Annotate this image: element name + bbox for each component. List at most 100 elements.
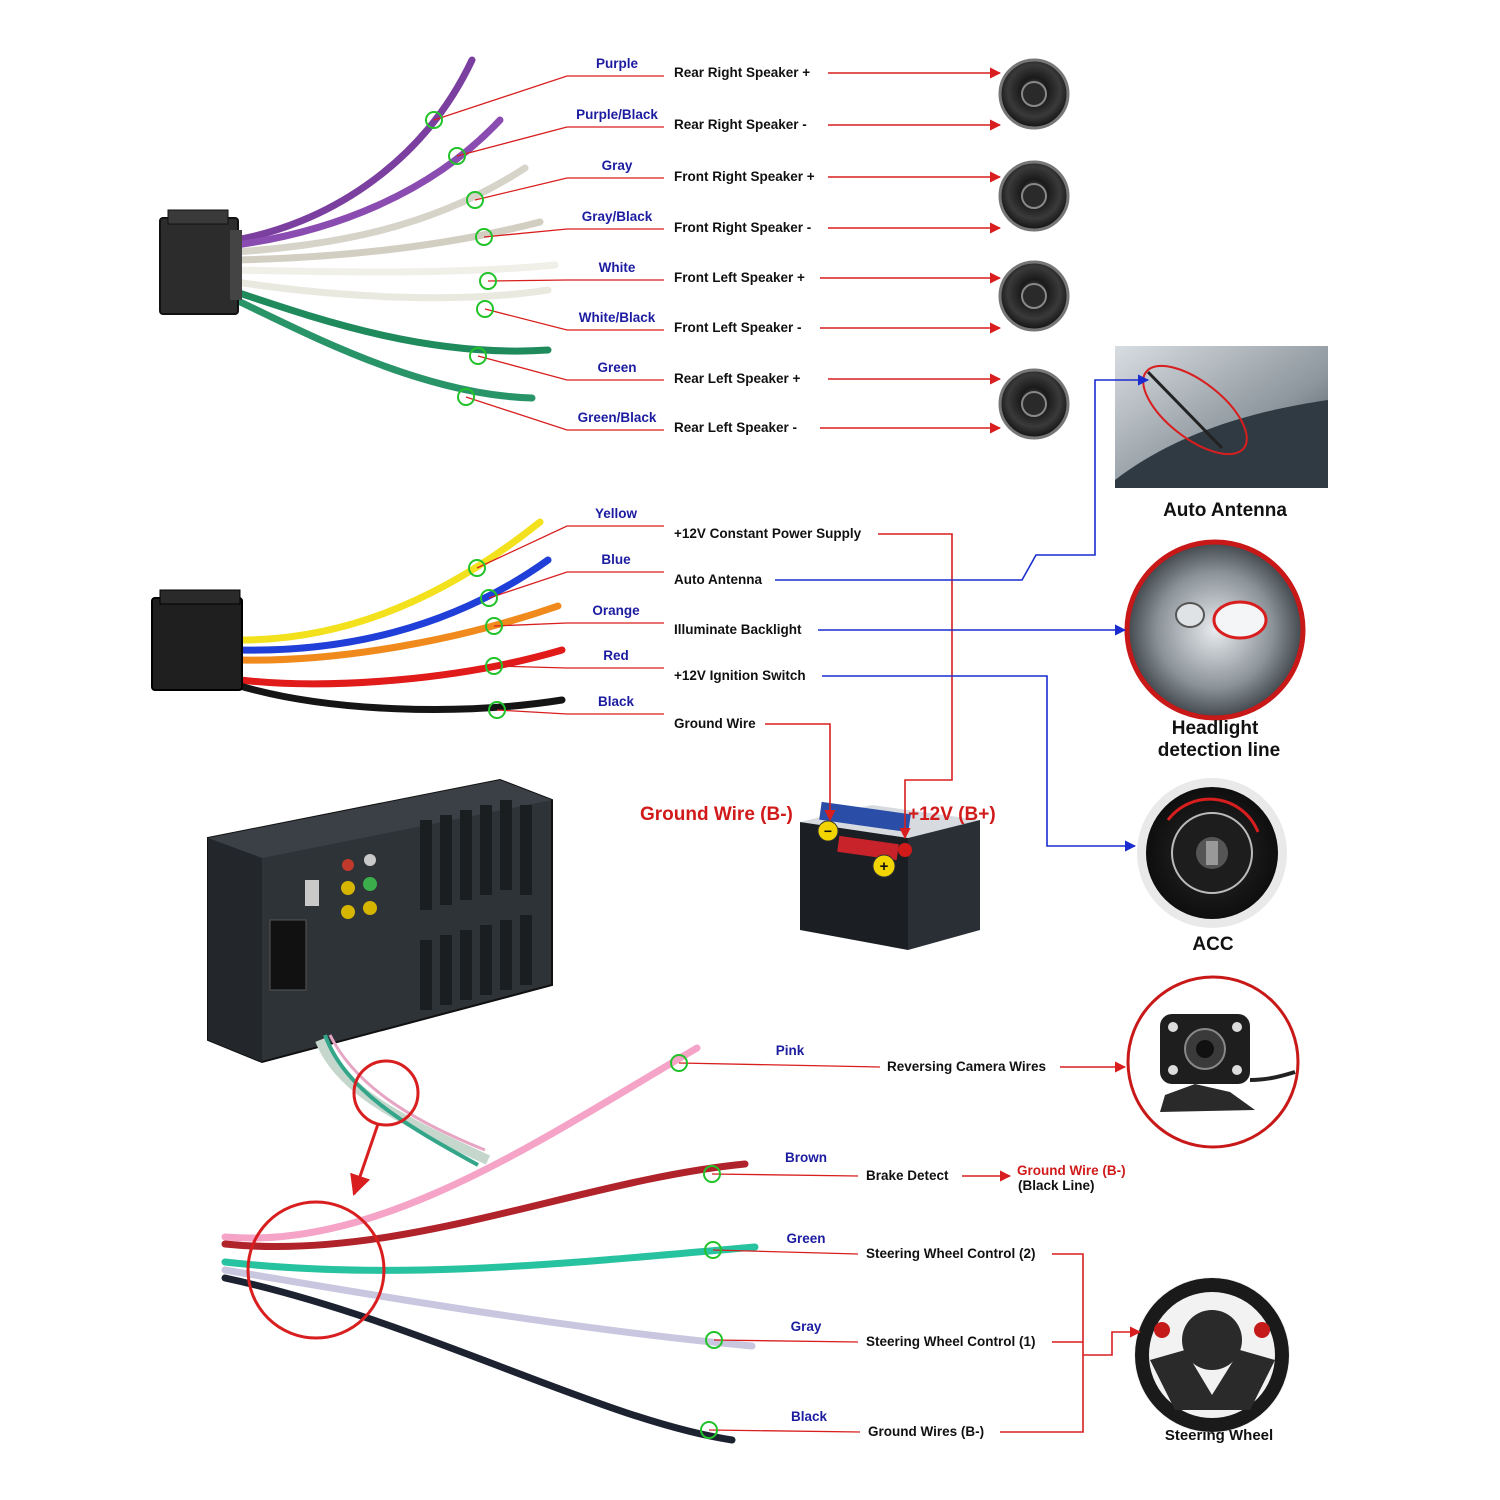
zoom-circle-small (352, 1059, 420, 1127)
connection-marker-icon (468, 559, 486, 577)
wire-color-label: Blue (601, 552, 631, 567)
wire-function-label: +12V Constant Power Supply (674, 526, 862, 541)
wire-color-label: Green/Black (578, 410, 657, 425)
connection-marker-icon (475, 228, 493, 246)
connection-marker-icon (485, 657, 503, 675)
steering-wheel-image (1134, 1277, 1290, 1433)
aux-wires (221, 1044, 759, 1444)
brake-target-label-2: (Black Line) (1018, 1178, 1095, 1193)
speaker-icon (998, 58, 1070, 130)
connection-marker-icon (705, 1331, 723, 1349)
wire-color-label: White/Black (579, 310, 656, 325)
wire-function-label: Rear Right Speaker - (674, 117, 807, 132)
wire-function-label: Front Left Speaker - (674, 320, 802, 335)
wire-function-label: Front Right Speaker - (674, 220, 811, 235)
wire-function-label: Rear Right Speaker + (674, 65, 810, 80)
speaker-connector (159, 217, 239, 315)
wire-function-label: Illuminate Backlight (674, 622, 802, 637)
speaker-icon (998, 368, 1070, 440)
connection-marker-icon (479, 272, 497, 290)
wire-color-label: Black (598, 694, 635, 709)
connection-marker-icon (448, 147, 466, 165)
connection-marker-icon (700, 1421, 718, 1439)
headlight-label-2: detection line (1158, 740, 1280, 761)
auto-antenna-label: Auto Antenna (1163, 500, 1287, 521)
wire-color-label: Orange (592, 603, 640, 618)
acc-label: ACC (1192, 934, 1233, 955)
connection-marker-icon (466, 191, 484, 209)
brake-target-label-1: Ground Wire (B-) (1017, 1163, 1126, 1178)
connection-marker-icon (670, 1054, 688, 1072)
connection-marker-icon (488, 701, 506, 719)
power-row: Yellow +12V Constant Power Supply (468, 506, 862, 577)
power-rows: Yellow +12V Constant Power SupplyBlueAuto… (468, 506, 862, 731)
speaker-harness (159, 56, 559, 402)
wire-color-label: Green (597, 360, 636, 375)
wire-color-label: Gray/Black (582, 209, 653, 224)
wire-function-label: Front Left Speaker + (674, 270, 805, 285)
wire-function-label: Reversing Camera Wires (887, 1059, 1046, 1074)
connection-marker-icon (469, 347, 487, 365)
battery-image: − + (800, 801, 980, 950)
battery-positive-label: +12V (B+) (908, 804, 996, 825)
svg-text:+: + (880, 858, 889, 875)
reversing-camera-image (1126, 975, 1300, 1149)
connection-marker-icon (480, 589, 498, 607)
power-routing-lines (765, 374, 1150, 852)
connection-marker-icon (457, 388, 475, 406)
aux-routing-lines (962, 1061, 1142, 1433)
wire-function-label: Steering Wheel Control (2) (866, 1246, 1036, 1261)
wire-color-label: Yellow (595, 506, 638, 521)
connection-marker-icon (704, 1241, 722, 1259)
svg-text:−: − (824, 823, 832, 839)
headlight-label-1: Headlight (1172, 718, 1259, 739)
speaker-icons (998, 58, 1070, 440)
wire-color-label: Gray (602, 158, 633, 173)
auto-antenna-image (1115, 346, 1328, 488)
steering-wheel-label: Steering Wheel (1165, 1427, 1273, 1444)
wire-function-label: Front Right Speaker + (674, 169, 815, 184)
speaker-icon (998, 160, 1070, 232)
wire-color-label: Green (786, 1231, 825, 1246)
connection-marker-icon (485, 617, 503, 635)
wire-function-label: Auto Antenna (674, 572, 762, 587)
connection-marker-icon (703, 1165, 721, 1183)
wire-color-label: Pink (776, 1043, 805, 1058)
wire-function-label: Rear Left Speaker - (674, 420, 797, 435)
wire-function-label: Steering Wheel Control (1) (866, 1334, 1036, 1349)
power-harness (151, 518, 566, 713)
connection-marker-icon (425, 111, 443, 129)
wire-function-label: Brake Detect (866, 1168, 949, 1183)
battery-ground-label: Ground Wire (B-) (640, 804, 793, 825)
wire-color-label: Gray (791, 1319, 822, 1334)
wire-color-label: White (599, 260, 636, 275)
power-connector (151, 597, 243, 691)
wire-color-label: Purple/Black (576, 107, 658, 122)
zoom-circle-large (246, 1200, 386, 1340)
power-row: Red+12V Ignition Switch (485, 648, 806, 683)
wire-color-label: Brown (785, 1150, 827, 1165)
speaker-icon (998, 260, 1070, 332)
head-unit (207, 778, 553, 1196)
wire-function-label: Ground Wire (674, 716, 756, 731)
connection-marker-icon (476, 300, 494, 318)
wire-color-label: Black (791, 1409, 828, 1424)
